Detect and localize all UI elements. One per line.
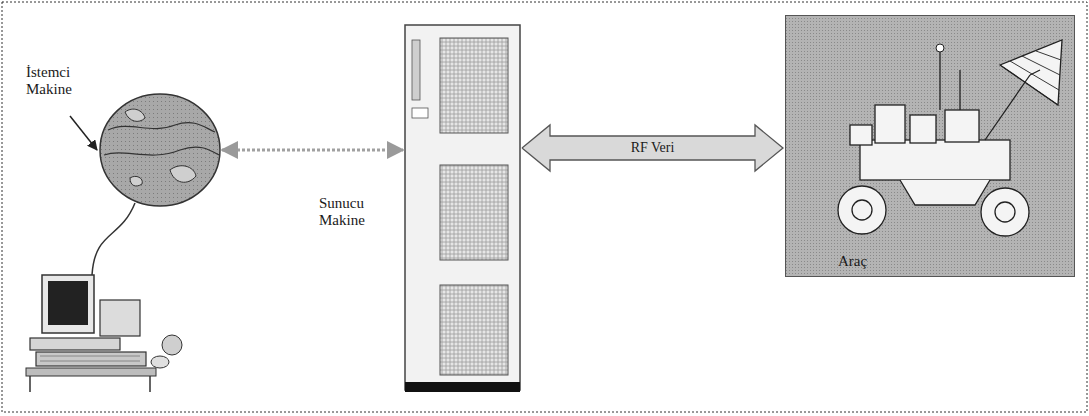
node-label: Sunucu Makine <box>319 195 395 230</box>
node-label: İstemci Makine <box>26 64 98 99</box>
vehicle-panel: Araç <box>785 15 1075 277</box>
server-box: Sunucu Makine <box>405 25 520 390</box>
server-cabinet <box>405 25 520 392</box>
node-label: Araç <box>838 253 898 270</box>
cable <box>92 203 135 275</box>
client-area: İstemci Makine <box>20 62 230 402</box>
rf-arrow <box>522 125 783 171</box>
client-computer <box>26 275 182 392</box>
leader-arrow <box>70 116 97 150</box>
rover-picture <box>785 15 1075 277</box>
edge-label: RF Veri <box>628 140 678 156</box>
network-link <box>222 149 403 152</box>
internet-globe <box>100 94 220 206</box>
